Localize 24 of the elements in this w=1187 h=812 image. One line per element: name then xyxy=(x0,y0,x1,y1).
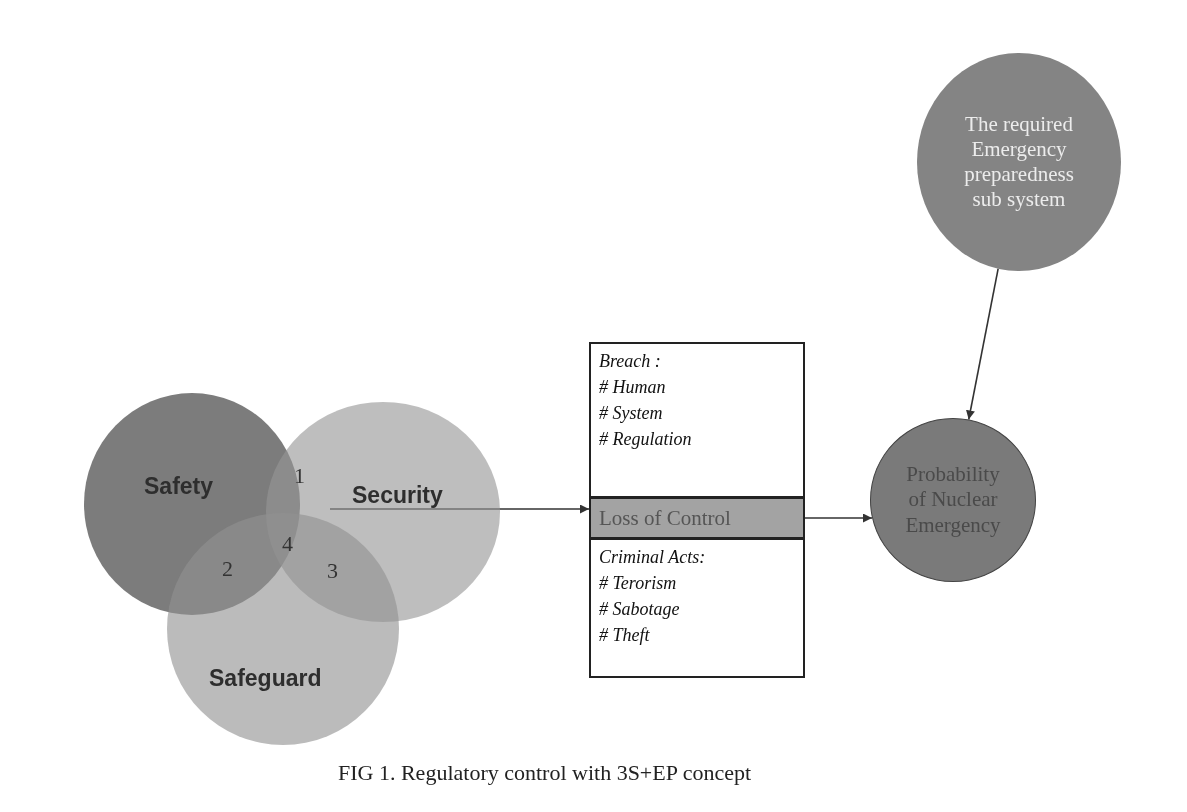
region-number: 4 xyxy=(282,531,293,557)
region-number: 1 xyxy=(294,463,305,489)
node-label: The required Emergency preparedness sub system xyxy=(963,111,1075,213)
node-label: Safety xyxy=(144,473,214,500)
text-box xyxy=(589,342,805,498)
node-label: # Regulation xyxy=(599,428,692,452)
box-heading: Criminal Acts: xyxy=(599,546,706,569)
node-label: # Sabotage xyxy=(599,598,680,622)
node-label: # Theft xyxy=(599,624,650,648)
arrow xyxy=(329,504,590,514)
node-label: Safeguard xyxy=(209,665,322,692)
figure-caption: FIG 1. Regulatory control with 3S+EP concept xyxy=(338,760,752,786)
node-label: # Terorism xyxy=(599,572,677,596)
node-label: # System xyxy=(599,402,663,426)
text-box xyxy=(589,538,805,678)
arrow xyxy=(966,267,999,421)
region-number: 3 xyxy=(327,558,338,584)
arrow xyxy=(804,513,873,523)
node-label: Loss of Control xyxy=(599,505,731,532)
node-label: Security xyxy=(352,482,443,509)
region-number: 2 xyxy=(222,556,233,582)
node-label: # Human xyxy=(599,376,666,400)
highlighted-box xyxy=(589,497,805,539)
box-heading: Breach : xyxy=(599,350,661,373)
